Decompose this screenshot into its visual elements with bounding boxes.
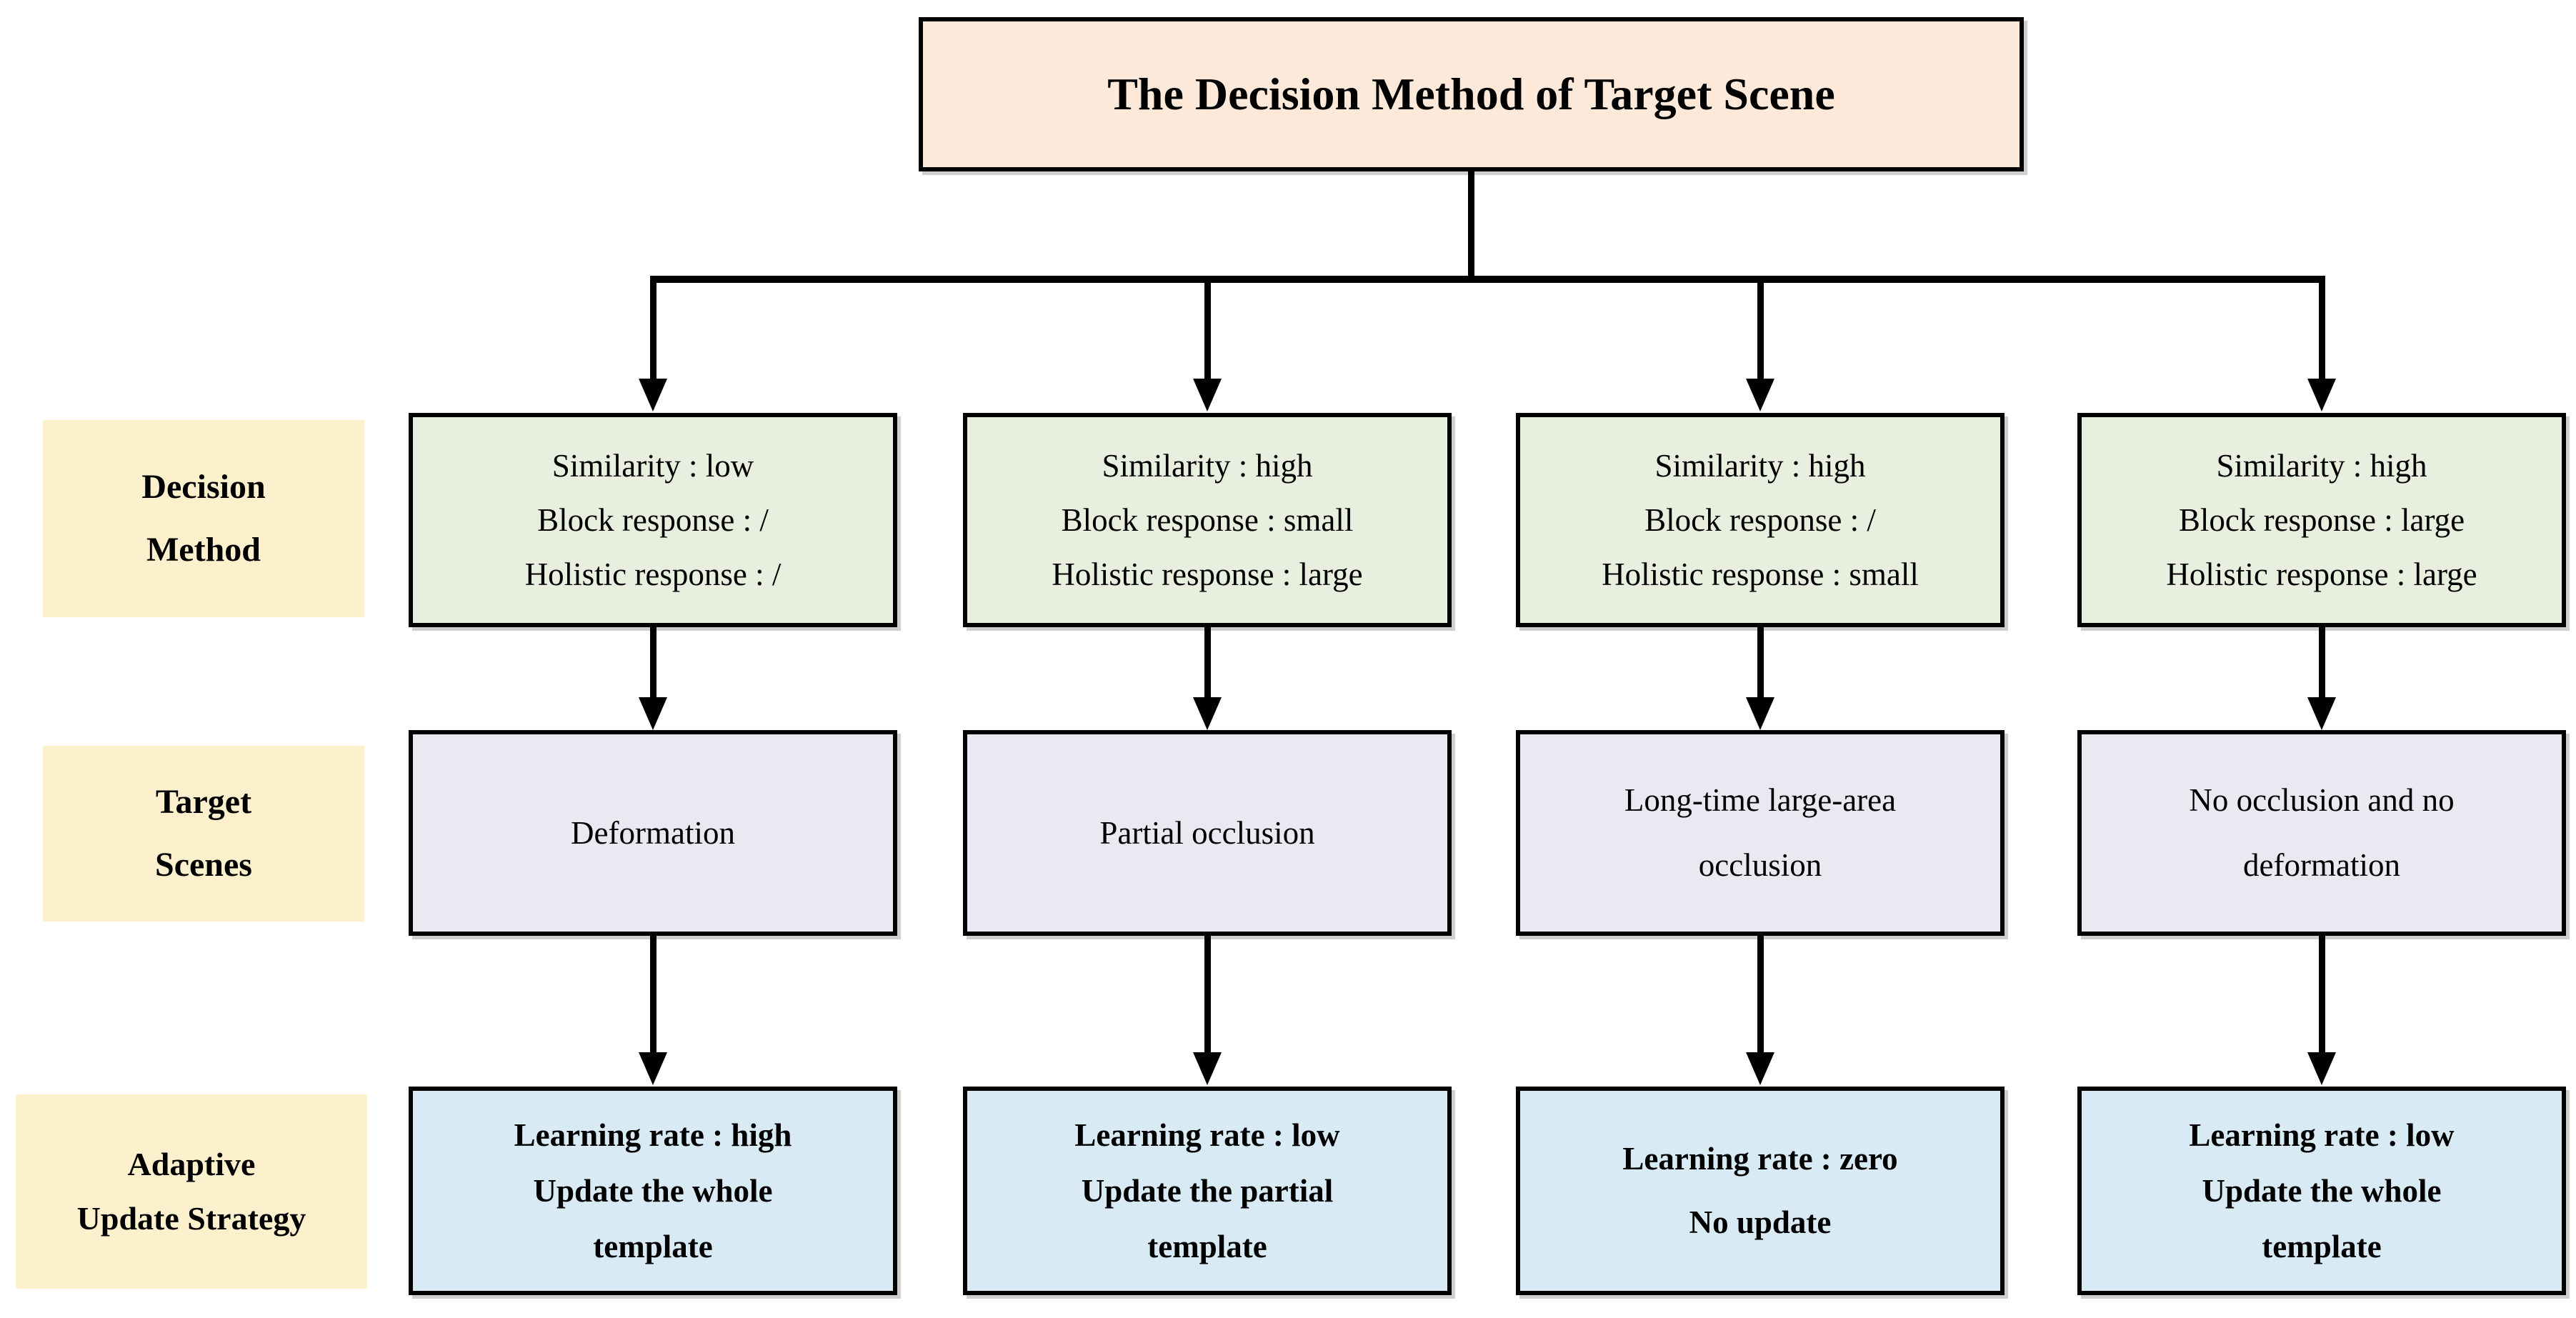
strategy-line: Update the whole [533, 1172, 773, 1209]
scene-line: deformation [2243, 847, 2400, 883]
strategy-line: template [2262, 1228, 2382, 1264]
strategy-line: Learning rate : high [514, 1117, 792, 1153]
arrow-down-icon [639, 1052, 667, 1085]
decision-line: Block response : / [1644, 501, 1876, 538]
strategy-line: Learning rate : low [1074, 1117, 1340, 1153]
row-label-decision-method: Decision Method [43, 420, 364, 617]
decision-box-3: Similarity : high Block response : / Hol… [1516, 413, 2005, 627]
diagram-title: The Decision Method of Target Scene [1107, 69, 1835, 119]
scene-line: Partial occlusion [1099, 814, 1315, 851]
row-label-line: Decision [141, 468, 266, 506]
decision-line: Similarity : low [551, 447, 754, 484]
strategy-line: template [593, 1228, 713, 1264]
decision-line: Holistic response : / [524, 556, 782, 592]
scene-box-4: No occlusion and no deformation [2077, 730, 2566, 936]
decision-line: Block response : large [2178, 501, 2465, 538]
decision-line: Similarity : high [2216, 447, 2427, 484]
strategy-box-3: Learning rate : zero No update [1516, 1087, 2005, 1295]
arrow-down-icon [2307, 697, 2336, 730]
connector-line [650, 626, 657, 699]
decision-line: Block response : small [1061, 501, 1354, 538]
strategy-line: Update the partial [1081, 1172, 1334, 1209]
scene-line: Deformation [571, 814, 735, 851]
connector-bar [650, 276, 2325, 283]
row-label-line: Method [146, 531, 261, 569]
row-label-line: Adaptive [127, 1146, 256, 1182]
arrow-down-icon [1193, 697, 1222, 730]
connector-stem [1468, 170, 1474, 279]
row-label-line: Update Strategy [76, 1200, 306, 1237]
strategy-box-2: Learning rate : low Update the partial t… [963, 1087, 1452, 1295]
scene-box-3: Long-time large-area occlusion [1516, 730, 2005, 936]
row-label-line: Scenes [155, 846, 252, 884]
decision-box-1: Similarity : low Block response : / Holi… [409, 413, 897, 627]
strategy-line: No update [1689, 1204, 1832, 1240]
strategy-box-4: Learning rate : low Update the whole tem… [2077, 1087, 2566, 1295]
arrow-down-icon [2307, 1052, 2336, 1085]
connector-drop-3 [1757, 279, 1764, 380]
connector-line [1757, 934, 1764, 1054]
strategy-line: template [1147, 1228, 1267, 1264]
decision-line: Similarity : high [1102, 447, 1313, 484]
scene-box-2: Partial occlusion [963, 730, 1452, 936]
scene-line: occlusion [1698, 847, 1822, 883]
strategy-line: Update the whole [2202, 1172, 2442, 1209]
arrow-down-icon [1746, 1052, 1774, 1085]
decision-box-4: Similarity : high Block response : large… [2077, 413, 2566, 627]
connector-drop-1 [650, 279, 657, 380]
arrow-down-icon [1746, 379, 1774, 411]
arrow-down-icon [1193, 1052, 1222, 1085]
decision-line: Holistic response : small [1602, 556, 1919, 592]
row-label-adaptive-update-strategy: Adaptive Update Strategy [16, 1094, 367, 1289]
scene-line: Long-time large-area [1624, 782, 1897, 818]
connector-line [1757, 626, 1764, 699]
strategy-box-1: Learning rate : high Update the whole te… [409, 1087, 897, 1295]
strategy-line: Learning rate : zero [1622, 1141, 1898, 1177]
connector-drop-4 [2319, 279, 2325, 380]
scene-line: No occlusion and no [2189, 782, 2455, 818]
arrow-down-icon [2307, 379, 2336, 411]
arrow-down-icon [1193, 379, 1222, 411]
row-label-target-scenes: Target Scenes [43, 746, 364, 922]
scene-box-1: Deformation [409, 730, 897, 936]
connector-line [2319, 934, 2325, 1054]
decision-line: Holistic response : large [1052, 556, 1363, 592]
connector-line [2319, 626, 2325, 699]
row-label-line: Target [155, 783, 252, 821]
arrow-down-icon [639, 379, 667, 411]
decision-line: Block response : / [537, 501, 769, 538]
connector-line [1204, 934, 1211, 1054]
arrow-down-icon [1746, 697, 1774, 730]
connector-line [1204, 626, 1211, 699]
decision-line: Holistic response : large [2166, 556, 2477, 592]
decision-line: Similarity : high [1654, 447, 1866, 484]
decision-box-2: Similarity : high Block response : small… [963, 413, 1452, 627]
arrow-down-icon [639, 697, 667, 730]
connector-drop-2 [1204, 279, 1211, 380]
strategy-line: Learning rate : low [2189, 1117, 2455, 1153]
title-box: The Decision Method of Target Scene [919, 17, 2024, 171]
connector-line [650, 934, 657, 1054]
